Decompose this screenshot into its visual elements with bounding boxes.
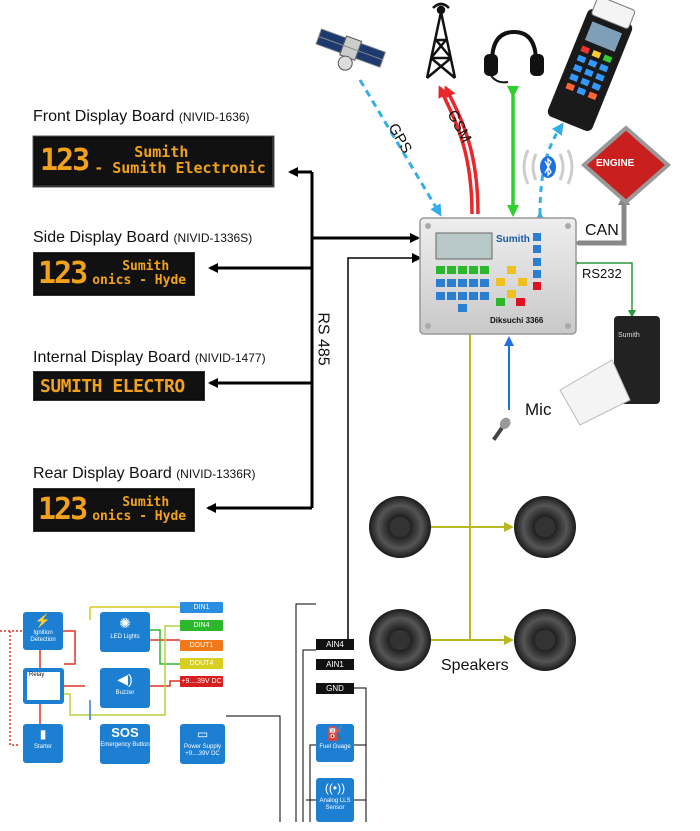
front-board-title: Front Display Board (NIVID-1636) — [33, 108, 250, 125]
lightning-icon: ⚡ — [34, 613, 52, 628]
relay-box: Relay — [23, 668, 64, 704]
speaker-icons — [369, 496, 576, 671]
gnd-block: GND — [316, 683, 354, 694]
can-label: CAN — [585, 222, 619, 239]
din1-tag: DIN1 — [180, 602, 223, 613]
engine-icon — [580, 125, 672, 205]
sensor-icon: ((•)) — [324, 781, 346, 795]
pos-terminal-icon — [547, 0, 636, 131]
starter-label: Starter — [33, 744, 52, 750]
starter-box: ▮ Starter — [23, 724, 63, 763]
buzzer-label: Buzzer — [115, 690, 135, 696]
emergency-button-box[interactable]: SOS Emergency Button — [100, 724, 150, 764]
pos-link — [533, 122, 564, 224]
emergency-label: Emergency Button — [100, 742, 150, 748]
rs232-link — [572, 259, 636, 318]
gsm-tower-icon — [425, 2, 457, 79]
side-board-number: 123 — [38, 256, 88, 291]
front-display-board: 123 Sumith- Sumith Electronic — [33, 136, 273, 186]
ignition-detection-box: ⚡ Ignition Detection — [23, 612, 63, 650]
speaker-icon: ◀) — [117, 671, 133, 687]
ain4-block: AIN4 — [316, 639, 354, 650]
dout4-tag: DOUT4 — [180, 658, 223, 669]
relay-label: Relay — [29, 672, 45, 678]
vdc-tag: +9....39V DC — [180, 676, 223, 687]
battery-icon: ▭ — [196, 727, 209, 741]
spark-plug-icon: ▮ — [39, 727, 47, 741]
fuel-pump-icon: ⛽ — [326, 726, 344, 741]
mic-label: Mic — [525, 400, 552, 419]
rear-board-number: 123 — [38, 492, 88, 527]
can-link — [569, 193, 630, 249]
engine-label: ENGINE — [596, 158, 635, 169]
power-supply-box: ▭ Power Supply +9....39V DC — [180, 724, 225, 764]
bulb-icon: ✺ — [119, 615, 131, 631]
front-board-line2: - Sumith Electronic — [94, 158, 266, 177]
side-board-line1: Sumith — [122, 259, 170, 275]
lls-sensor-label: Analog LLS Sensor — [319, 798, 351, 811]
rear-board-title: Rear Display Board (NIVID-1336R) — [33, 465, 256, 482]
rear-board-line2: onics - Hyde — [92, 509, 187, 524]
headset-icon — [484, 29, 544, 84]
ignition-label: Ignition Detection — [30, 630, 56, 643]
mic-icon — [492, 417, 511, 441]
front-board-number: 123 — [40, 142, 90, 178]
fuel-gauge-box: ⛽ Fuel Guage — [316, 724, 354, 762]
rs485-label: RS 485 — [314, 312, 332, 366]
led-lights-label: LED Lights — [110, 634, 140, 640]
satellite-icon — [315, 28, 387, 71]
side-board-title: Side Display Board (NIVID-1336S) — [33, 229, 253, 246]
internal-board-title: Internal Display Board (NIVID-1477) — [33, 349, 266, 366]
device-name: Diksuchi 3366 — [490, 316, 544, 325]
io-wiring — [0, 603, 367, 822]
fuel-gauge-label: Fuel Guage — [319, 744, 351, 750]
buzzer-box: ◀) Buzzer — [100, 668, 150, 708]
speakers-label: Speakers — [441, 657, 509, 674]
power-supply-label: Power Supply +9....39V DC — [183, 744, 222, 757]
din4-tag: DIN4 — [180, 620, 223, 631]
relay-diagram: Relay — [27, 672, 60, 700]
rear-board-line1: Sumith — [122, 495, 170, 511]
led-lights-box: ✺ LED Lights — [100, 612, 150, 652]
side-board-line2: onics - Hyde — [92, 273, 187, 288]
front-board-line1: Sumith — [134, 143, 189, 161]
io-signal-line — [347, 253, 422, 640]
dout1-tag: DOUT1 — [180, 640, 223, 651]
diksuchi-device — [419, 217, 577, 335]
lls-sensor-box: ((•)) Analog LLS Sensor — [316, 778, 354, 822]
reader-brand: Sumith — [618, 332, 640, 339]
internal-display-board: SUMITH ELECTRO — [33, 371, 205, 401]
bluetooth-icon — [522, 149, 574, 185]
rs485-bus — [206, 167, 420, 513]
rs232-label: RS232 — [582, 266, 622, 281]
device-brand: Sumith — [496, 234, 530, 245]
ain1-block: AIN1 — [316, 659, 354, 670]
speaker-links — [424, 334, 514, 645]
rfid-reader-icon — [559, 316, 660, 426]
sos-icon: SOS — [111, 725, 139, 740]
gps-link — [358, 79, 442, 217]
